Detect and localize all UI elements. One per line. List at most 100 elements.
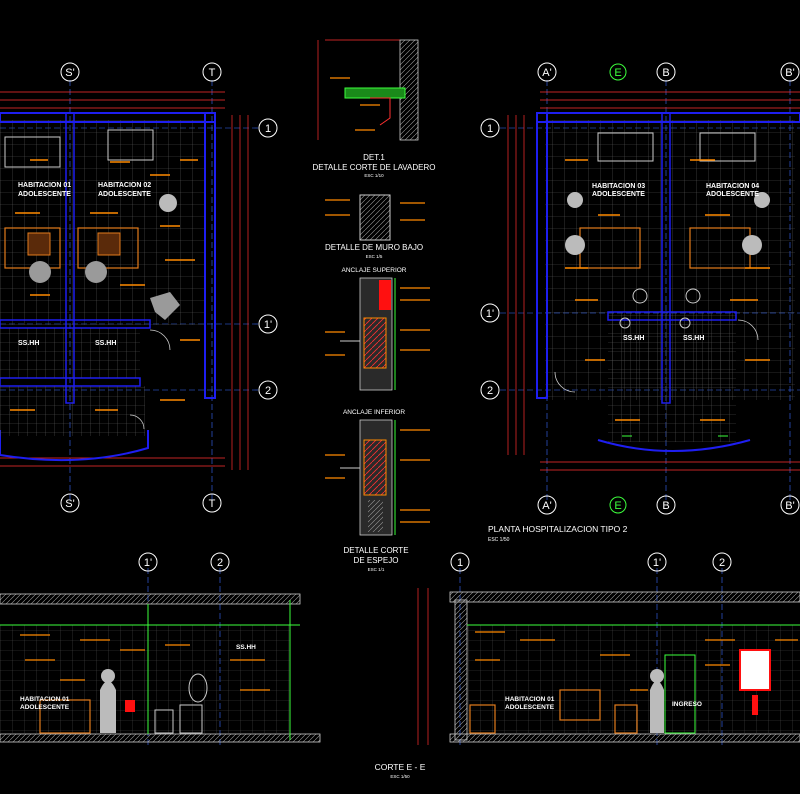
axis-label: E [614,500,621,512]
bath-label: SS.HH [683,335,704,342]
section-title: CORTE E - E [375,762,426,772]
sink-pedestal [179,704,203,734]
slab [0,593,301,605]
mirror-panel [363,439,387,496]
drain-pipe [370,97,391,126]
mirror-anchor [379,280,391,310]
wall-hatch [368,500,383,532]
chair [27,232,51,256]
axis-label: 2 [719,557,725,569]
axis-bubble: 1' [480,303,500,323]
axis-bubble: T [202,62,222,82]
bed-head [4,136,61,168]
person-head [101,669,115,683]
floor-slab [449,733,800,743]
slab [449,591,800,603]
plan-left [0,80,258,500]
detail-label: ANCLAJE INFERIOR [343,409,405,416]
door-swing [129,414,145,430]
axis-bubble: 1' [647,552,667,572]
axis-bubble: B [656,495,676,515]
bath-label: SS.HH [236,644,256,651]
detail-subtitle: DETALLE CORTE DE LAVADERO [313,163,436,172]
sink [685,288,701,304]
axis-bubble: S' [60,62,80,82]
floor-tiles [0,120,205,325]
axis-label: 1' [144,557,152,569]
axis-bubble: T [202,493,222,513]
floor-slab [0,733,321,743]
axis-label: 2 [217,557,223,569]
mirror-panel [363,317,387,369]
axis-label: 1 [487,123,493,135]
bed [39,699,91,734]
section-scale: ESC 1/50 [390,774,410,779]
bed-head [699,132,756,162]
detail-scale: ESC 1/5 [366,254,383,259]
wall [536,112,548,399]
axis-bubble: B' [780,495,800,515]
person-figure [742,235,762,255]
axis-bubble: 2 [258,380,278,400]
room-sublabel: ADOLESCENTE [20,704,70,711]
detail-label: ANCLAJE SUPERIOR [341,267,406,274]
axis-bubble: B [656,62,676,82]
axis-bubble: 2 [480,380,500,400]
room-sublabel: ADOLESCENTE [706,191,759,198]
axis-label: T [209,498,216,510]
axis-bubble: 2 [210,552,230,572]
room-sublabel: ADOLESCENTE [592,191,645,198]
axis-label: A' [542,500,551,512]
bath-label: SS.HH [623,335,644,342]
axis-label: B' [785,500,794,512]
axis-label: T [209,67,216,79]
axis-label: 1 [265,123,271,135]
detail-title: DE ESPEJO [354,556,399,565]
axis-label: 1' [264,319,272,331]
bath-tiles [0,328,140,378]
axis-bubble: B' [780,62,800,82]
wall [204,112,216,399]
room-sublabel: ADOLESCENTE [98,191,151,198]
person-figure [650,681,664,733]
door-swing [737,319,759,341]
chair [469,704,496,734]
axis-label: B [662,500,669,512]
countertop [344,87,406,99]
bath-label: SS.HH [95,340,116,347]
chair [97,232,121,256]
axis-bubble: 1' [258,314,278,334]
person-figure [565,235,585,255]
desk [559,689,601,721]
axis-label: S' [65,67,74,79]
wall [0,430,149,462]
cabinet [614,704,638,734]
axis-bubble: E [609,496,627,514]
room-label: HABITACION 03 [592,183,645,190]
axis-label: A' [542,67,551,79]
axis-label: B [662,67,669,79]
red-fixture [125,700,135,712]
bed-head [107,129,154,161]
bath-tiles [608,312,736,442]
axis-bubble: 1 [480,118,500,138]
axis-label: 1' [653,557,661,569]
axis-label: 1' [486,308,494,320]
room-label: HABITACION 01 [18,182,71,189]
section-left [0,568,321,745]
person-figure [567,192,583,208]
axis-label: 2 [265,385,271,397]
axis-bubble: A' [537,495,557,515]
detail-title: DET.1 [363,153,385,162]
person-figure [100,681,116,733]
axis-bubble: S' [60,493,80,513]
axis-bubble: E [609,63,627,81]
person-figure [29,261,51,283]
bath-tiles [0,386,145,436]
details-column [317,39,430,536]
door-swing [554,371,576,393]
axis-label: 1 [457,557,463,569]
bath-label: SS.HH [18,340,39,347]
detail-scale: ESC 1/1 [368,567,385,572]
